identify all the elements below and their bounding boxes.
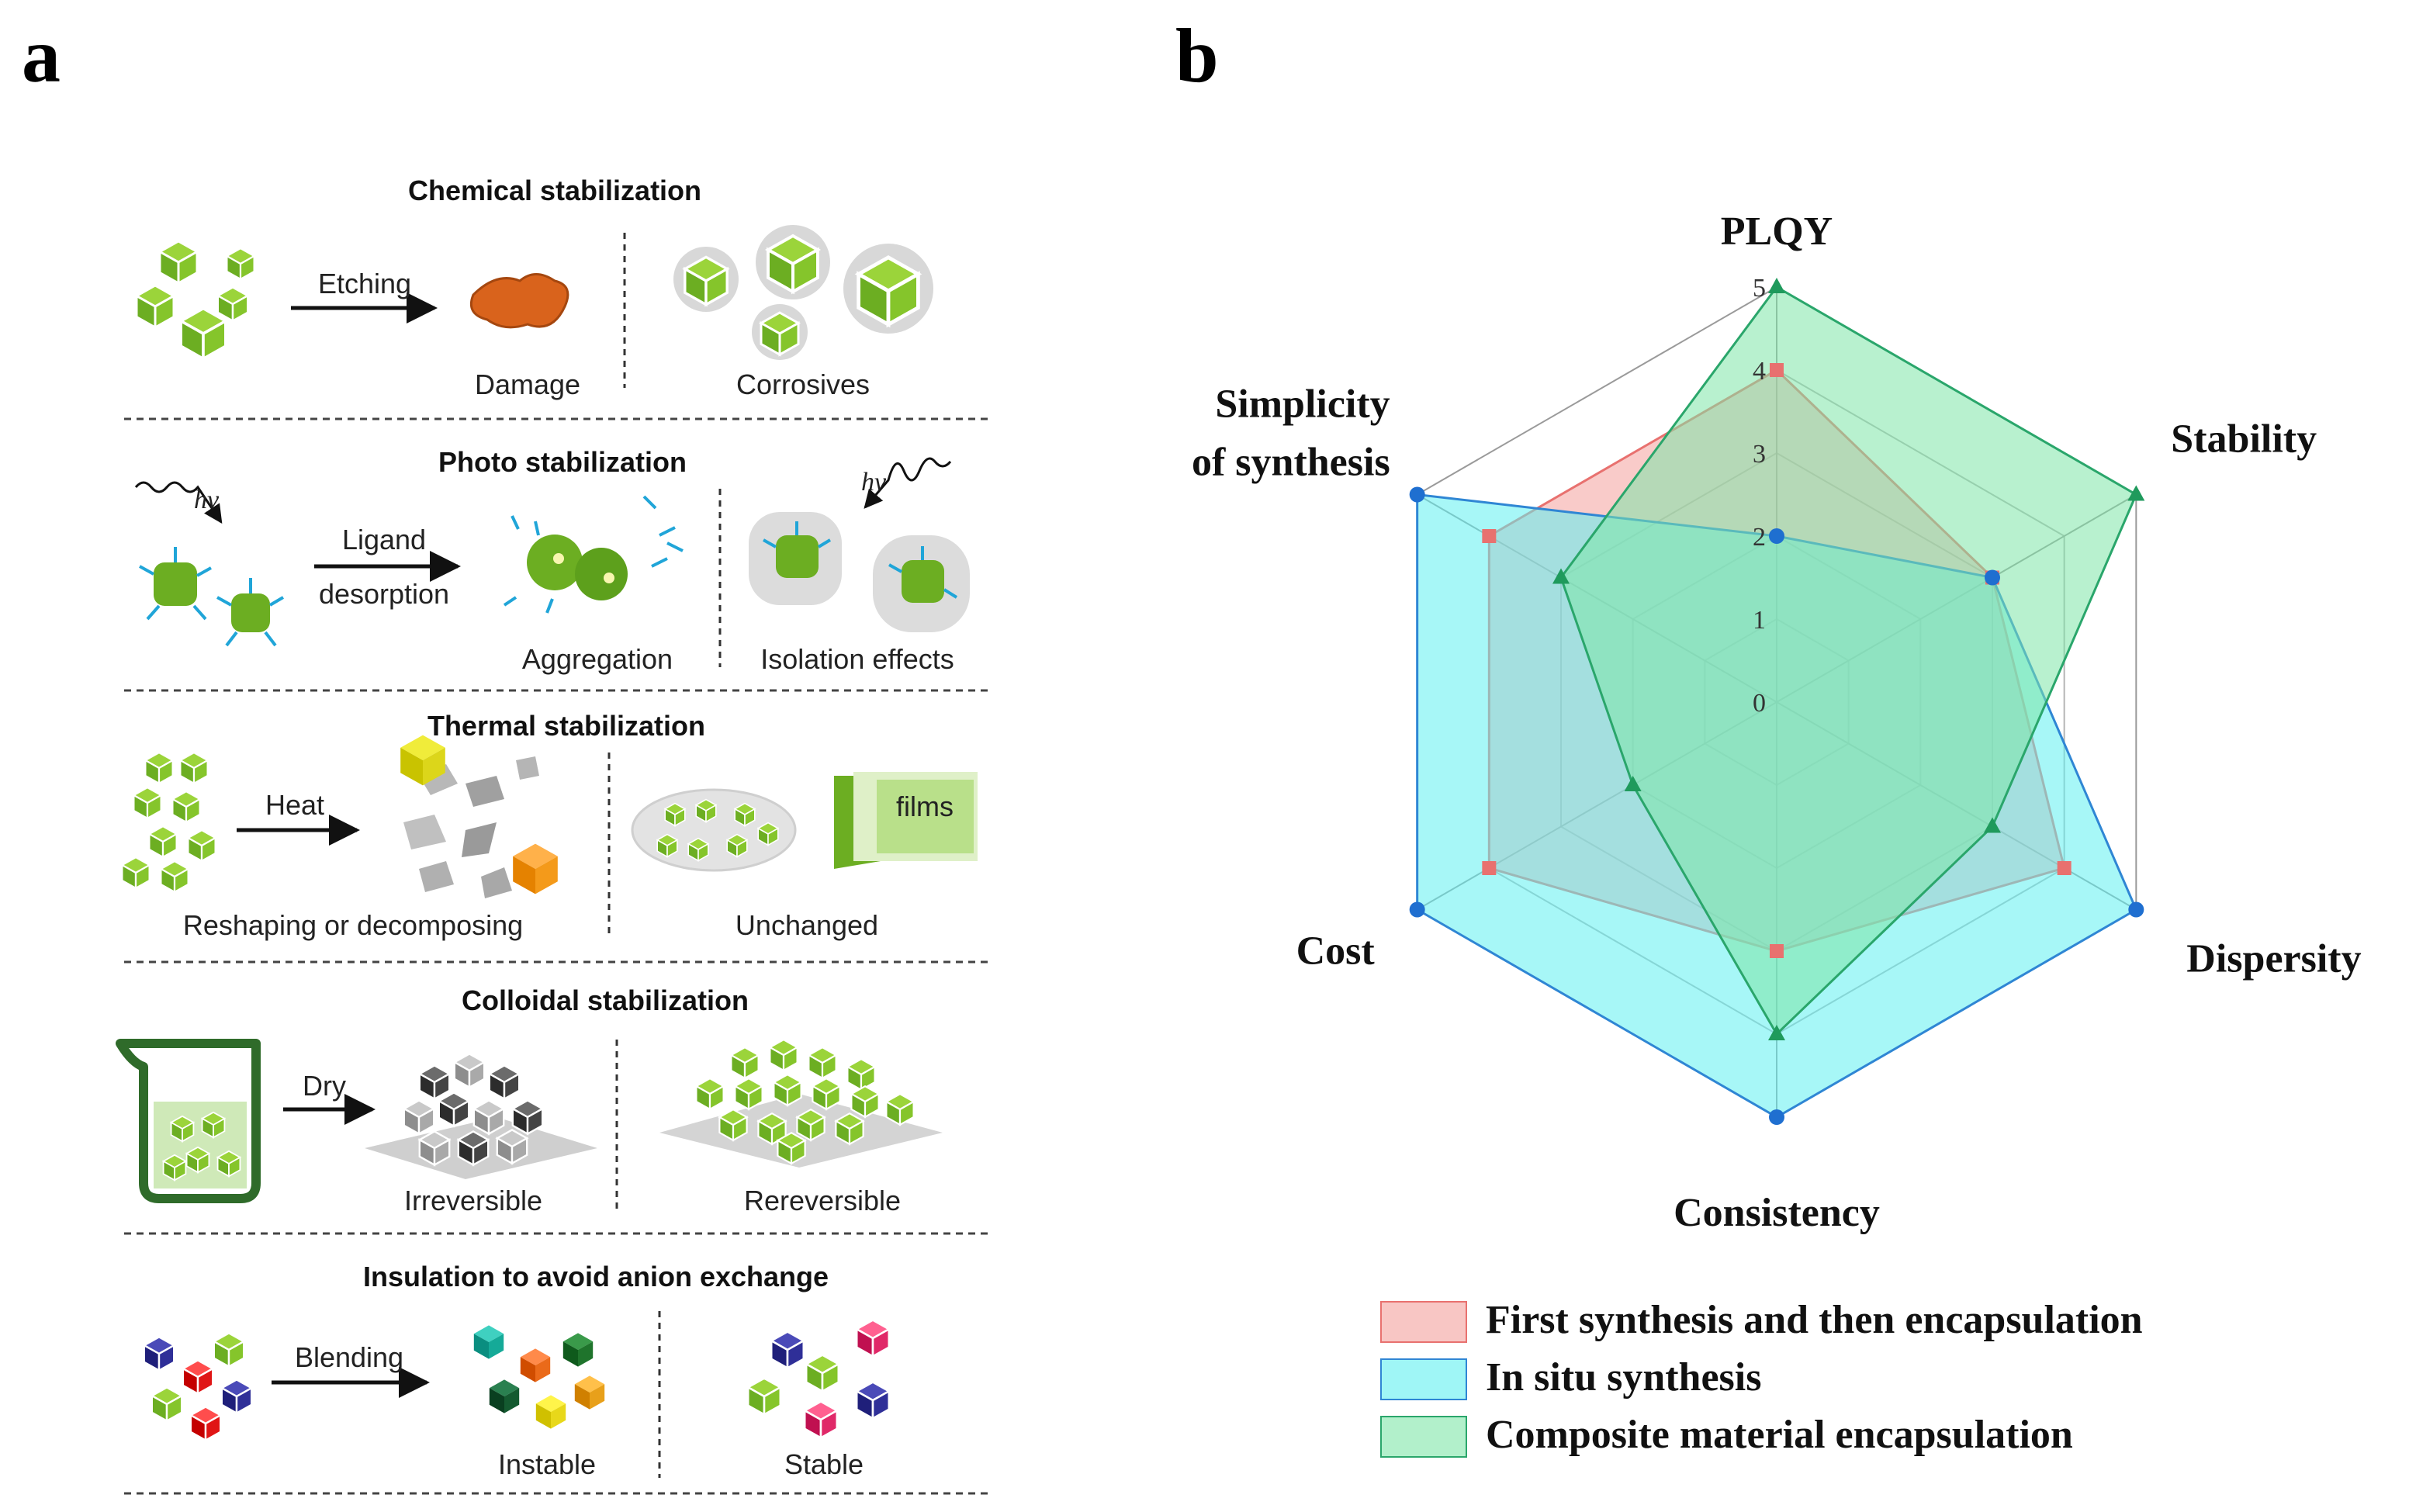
matrix-disc bbox=[631, 788, 797, 872]
data-point-circle bbox=[2128, 901, 2144, 918]
tick-label: 2 bbox=[1753, 523, 1766, 552]
arrow-label: Heat bbox=[265, 789, 324, 821]
right-label: Corrosives bbox=[736, 368, 870, 400]
legend-label: In situ synthesis bbox=[1486, 1355, 1761, 1400]
dispersed-pile bbox=[659, 1039, 943, 1168]
data-point-triangle bbox=[1983, 817, 2001, 833]
separated-cubes bbox=[746, 1319, 891, 1440]
right-label: Isolation effects bbox=[760, 643, 954, 675]
axis-label: Stability bbox=[2171, 417, 2317, 462]
radar-series bbox=[1409, 278, 2145, 1125]
data-point-circle bbox=[1409, 486, 1425, 503]
section-title: Thermal stabilization bbox=[427, 710, 705, 742]
arrow-label: Etching bbox=[318, 268, 411, 299]
mid-label: Instable bbox=[498, 1448, 596, 1480]
section-title: Insulation to avoid anion exchange bbox=[363, 1261, 829, 1292]
mid-label: Aggregation bbox=[522, 643, 673, 675]
panel-a-letter: a bbox=[22, 12, 61, 99]
radar-ticks: 0 1 2 3 4 5 bbox=[1753, 274, 1766, 718]
green-cubes-cluster bbox=[121, 752, 216, 893]
arrow-label: Dry bbox=[303, 1070, 346, 1102]
section-thermal: Thermal stabilization Heat bbox=[121, 710, 989, 964]
legend-swatch bbox=[1380, 1301, 1467, 1343]
data-point-square bbox=[2057, 861, 2072, 875]
panel-b-letter: b bbox=[1175, 12, 1219, 99]
blended-cubes bbox=[473, 1325, 605, 1429]
ligand-nanocrystals bbox=[139, 547, 285, 647]
tick-label: 5 bbox=[1753, 274, 1766, 303]
arrow-label: Blending bbox=[295, 1341, 403, 1373]
aggregated-crystals bbox=[503, 495, 684, 614]
legend-swatch bbox=[1380, 1416, 1467, 1458]
legend-swatch bbox=[1380, 1358, 1467, 1400]
right-label: Stable bbox=[784, 1448, 864, 1480]
mid-label: Irreversible bbox=[404, 1185, 542, 1216]
axis-label: PLQY bbox=[1721, 209, 1833, 254]
data-point-square bbox=[1482, 861, 1497, 875]
tick-label: 3 bbox=[1753, 440, 1766, 469]
axis-label: Cost bbox=[1296, 929, 1376, 974]
legend-label: First synthesis and then encapsulation bbox=[1486, 1298, 2143, 1342]
mixed-cubes-cluster bbox=[142, 1332, 254, 1442]
light-wave-icon bbox=[864, 457, 952, 509]
light-wave-icon bbox=[134, 481, 223, 524]
radar-chart: 0 1 2 3 4 5 PLQY StabilityDispersityConsistenc… bbox=[1192, 209, 2362, 1235]
data-point-triangle bbox=[1768, 278, 1785, 293]
right-label: Unchanged bbox=[736, 909, 878, 941]
section-chemical: Chemical stabilization Etching Damage Co… bbox=[124, 175, 989, 420]
aggregated-pile bbox=[365, 1053, 597, 1179]
legend-label: Composite material encapsulation bbox=[1486, 1413, 2073, 1457]
data-point-triangle bbox=[1768, 1025, 1785, 1040]
data-point-square bbox=[1482, 529, 1497, 543]
right-label: Rereversible bbox=[744, 1185, 901, 1216]
data-point-triangle bbox=[1624, 776, 1642, 791]
corrosives-cubes bbox=[673, 225, 933, 360]
tick-label: 1 bbox=[1753, 606, 1766, 635]
data-point-square bbox=[1770, 363, 1784, 377]
tick-label: 4 bbox=[1753, 357, 1766, 386]
section-insulation: Insulation to avoid anion exchange Blend… bbox=[124, 1261, 989, 1495]
section-title: Colloidal stabilization bbox=[462, 984, 749, 1016]
section-colloidal: Colloidal stabilization Dry Irreversible bbox=[116, 984, 989, 1235]
data-point-triangle bbox=[1552, 568, 1570, 584]
data-point-circle bbox=[1769, 528, 1784, 544]
data-point-circle bbox=[1984, 569, 2000, 586]
tick-label: 0 bbox=[1753, 689, 1766, 718]
section-title: Chemical stabilization bbox=[408, 175, 701, 206]
arrow-label-1: Ligand bbox=[342, 524, 426, 555]
green-cubes-cluster bbox=[135, 240, 255, 361]
data-point-triangle bbox=[2127, 485, 2145, 501]
data-point-square bbox=[1770, 944, 1784, 958]
mid-label: Damage bbox=[475, 368, 580, 400]
axis-label: of synthesis bbox=[1192, 441, 1390, 485]
arrow-label-2: desorption bbox=[319, 578, 449, 610]
data-point-circle bbox=[1769, 1109, 1784, 1125]
axis-label: Consistency bbox=[1673, 1191, 1880, 1235]
hv-label: hv bbox=[861, 468, 887, 497]
axis-label: Dispersity bbox=[2186, 937, 2361, 981]
films-label: films bbox=[896, 791, 954, 822]
films-icon: films bbox=[834, 772, 978, 869]
axis-label: Simplicity bbox=[1215, 382, 1390, 427]
data-point-circle bbox=[1409, 901, 1425, 918]
isolated-crystals bbox=[749, 512, 970, 632]
damaged-crystal bbox=[469, 273, 569, 329]
mid-label: Reshaping or decomposing bbox=[183, 909, 523, 941]
section-title: Photo stabilization bbox=[438, 446, 687, 478]
beaker-icon bbox=[116, 1039, 261, 1203]
section-photo: Photo stabilization hv Ligand desorption bbox=[124, 446, 989, 692]
hv-label: hv bbox=[194, 486, 220, 514]
decomposed-fragments bbox=[400, 735, 558, 898]
chart-legend: First synthesis and then encapsulationIn… bbox=[1380, 1298, 2143, 1458]
